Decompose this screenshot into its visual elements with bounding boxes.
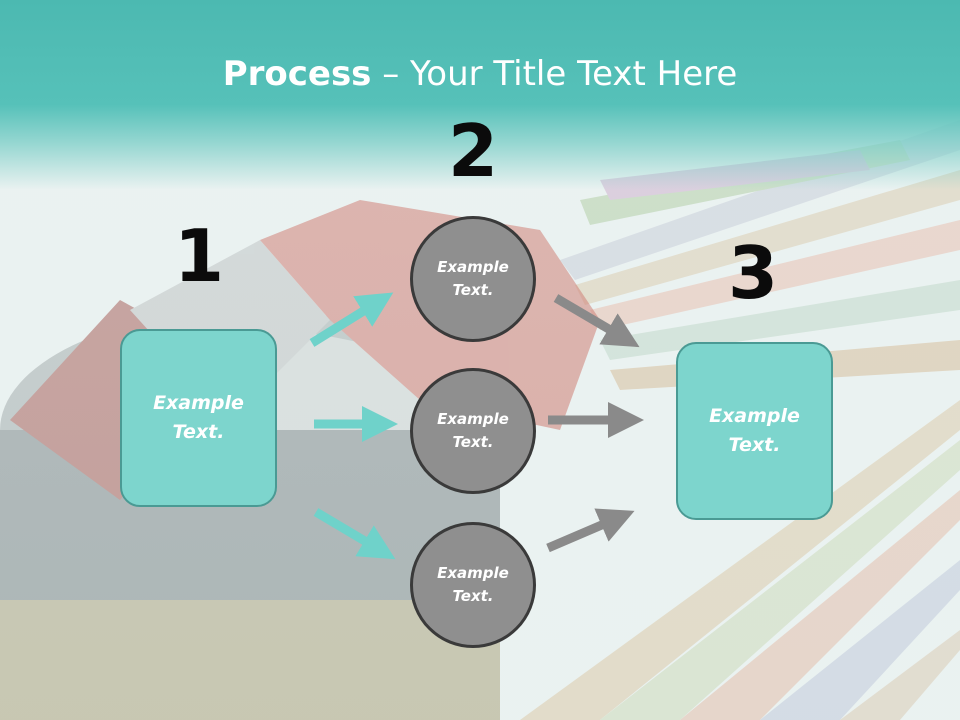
step-number-1: 1 bbox=[173, 214, 225, 298]
slide-title: Process – Your Title Text Here bbox=[0, 52, 960, 96]
left-text-box: Example Text. bbox=[120, 329, 277, 507]
right-text-box: Example Text. bbox=[676, 342, 833, 520]
right-box-text: Example Text. bbox=[709, 405, 800, 456]
circle-top-text: Example Text. bbox=[437, 258, 509, 299]
title-bold: Process bbox=[222, 54, 372, 94]
header-band bbox=[0, 0, 960, 190]
circle-bottom: Example Text. bbox=[410, 522, 536, 648]
left-box-text: Example Text. bbox=[153, 392, 244, 443]
step-number-3: 3 bbox=[727, 231, 779, 315]
circle-middle: Example Text. bbox=[410, 368, 536, 494]
step-number-2: 2 bbox=[447, 109, 499, 193]
circle-bottom-text: Example Text. bbox=[437, 564, 509, 605]
title-rest: – Your Title Text Here bbox=[371, 54, 738, 94]
circle-top: Example Text. bbox=[410, 216, 536, 342]
circle-middle-text: Example Text. bbox=[437, 410, 509, 451]
